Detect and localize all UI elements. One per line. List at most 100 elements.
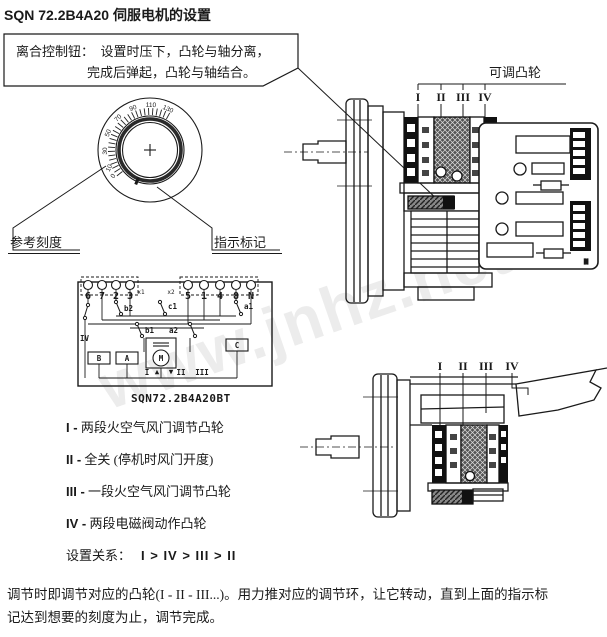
break-symbol [515, 369, 602, 417]
indicator-leader-line [156, 186, 280, 251]
callout-line1: 离合控制钮： 设置时压下，凸轮与轴分离， [16, 44, 270, 59]
terminal-number: 3 [127, 291, 133, 302]
indicator-mark-label: 指示标记 [212, 232, 282, 254]
callout-line2: 完成后弹起，凸轮与轴结合。 [87, 65, 257, 80]
cam-bracket [417, 83, 566, 117]
cam-list-item: IV - 两段电磁阀动作凸轮 [66, 513, 231, 545]
contact-label-c1: c1 [168, 302, 178, 311]
dial-diagram [12, 97, 280, 251]
contact-label-a1: a1 [244, 302, 254, 311]
top-motor-cam-numerals: I II III IV [416, 90, 492, 104]
cam-numeral: IV [505, 359, 519, 373]
cam-list-text: 一段火空气风门调节凸轮 [88, 484, 232, 499]
dial-number: 110 [146, 102, 157, 109]
cam-list-numeral: IV - [66, 516, 87, 531]
group-label-x2: x2 [167, 289, 175, 296]
cam-list-item: I - 两段火空气风门调节凸轮 [66, 417, 231, 449]
contact-label-a2: a2 [169, 326, 178, 335]
switch-contacts [82, 299, 244, 339]
cam-numeral: I [438, 359, 443, 373]
terminals [82, 279, 257, 291]
pcb-connector [570, 201, 591, 251]
dial-knob-ring [117, 117, 183, 183]
motor-flange [345, 98, 369, 304]
wiring-labels: 6 7 2 3 5 1 4 8 N x1 x2 IV b2 c1 a1 b1 a… [80, 289, 254, 405]
dial-number: 0 [110, 172, 118, 179]
cam-list-numeral: II - [66, 452, 82, 467]
dial-knob-edge [115, 115, 185, 185]
terminal-number: 7 [99, 291, 105, 302]
dial-number: 130 [161, 104, 174, 115]
cam-numeral: III [456, 90, 470, 104]
dial-outer-circle [97, 97, 203, 203]
up-arrow: ▲ [155, 367, 160, 376]
component-box-b [87, 351, 111, 365]
cam-numeral: III [479, 359, 493, 373]
wiring-caption: SQN72.2B4A20BT [131, 392, 231, 405]
cam-list-numeral: III - [66, 484, 85, 499]
relation-label: 设置关系： [66, 548, 132, 563]
contact-label-b1: b1 [145, 326, 155, 335]
cam-numeral: II [436, 90, 446, 104]
terminal-group-left [80, 276, 139, 296]
reference-scale-label: 参考刻度 [8, 232, 80, 254]
dial-number: 90 [129, 104, 139, 113]
box-label-a: A [125, 354, 130, 363]
terminal-number: 1 [201, 291, 207, 302]
dial-tick-marks [107, 107, 171, 177]
cam-stack [410, 424, 508, 484]
cam-list-text: 两段电磁阀动作凸轮 [89, 516, 207, 531]
page-title: SQN 72.2B4A20 伺服电机的设置 [4, 7, 211, 23]
contact-label-b2: b2 [124, 304, 133, 313]
bottom-motor-cam-numerals: I II III IV [438, 359, 519, 373]
cam-numeral: IV [478, 90, 492, 104]
footer-paragraph: 调节时即调节对应的凸轮(I - II - III...)。用力推对应的调节环，让… [7, 583, 599, 629]
cam-list-text: 两段火空气风门调节凸轮 [80, 420, 224, 435]
pcb-n-label: N [584, 258, 588, 266]
dial-knob-inner [121, 121, 179, 179]
cam-numeral: I [416, 90, 421, 104]
terminal-number: 8 [233, 291, 239, 302]
bus-wires [84, 315, 251, 379]
box-label-b: B [97, 354, 102, 363]
dial-number: 70 [113, 113, 123, 123]
dial-number: 50 [104, 128, 113, 138]
down-arrow: ▼ [169, 367, 174, 376]
terminal-group-right [179, 276, 259, 296]
bottom-label: II [176, 368, 185, 377]
top-motor-drawing: N [284, 83, 599, 304]
terminal-number: 6 [85, 291, 91, 302]
contact-label-iv: IV [80, 334, 90, 343]
callout-box [3, 33, 441, 203]
component-box-a [115, 351, 139, 365]
terminal-block [403, 210, 493, 301]
bottom-label: III [195, 368, 209, 377]
wiring-motor [145, 337, 177, 369]
box-label-c: C [235, 341, 240, 350]
cam-list-text: 全关 (停机时风门开度) [84, 452, 214, 467]
bottom-motor-drawing [300, 367, 607, 518]
footer-line2: 记达到想要的刻度为止，调节完成。 [7, 610, 223, 625]
terminal-number: N [248, 291, 254, 302]
terminal-number: 4 [217, 291, 223, 302]
dial-number: 30 [102, 147, 109, 155]
terminal-number: 2 [113, 291, 119, 302]
terminal-number: 5 [185, 291, 191, 302]
motor-shaft [315, 435, 360, 459]
group-label-x1: x1 [137, 289, 145, 296]
setting-relation: 设置关系： I > IV > III > II [66, 545, 236, 564]
pcb-connector [570, 128, 591, 180]
dial-scale-numbers: 0 10 30 50 70 90 110 130 [102, 102, 175, 180]
dial-indicator-notch [134, 176, 140, 185]
bottom-label: I [145, 368, 150, 377]
cam-list-item: III - 一段火空气风门调节凸轮 [66, 481, 231, 513]
relation-value: I > IV > III > II [141, 548, 237, 563]
cam-list: I - 两段火空气风门调节凸轮 II - 全关 (停机时风门开度) III - … [66, 417, 231, 545]
motor-label: M [159, 354, 164, 363]
motor-flange [372, 373, 398, 518]
cam-numeral: II [458, 359, 468, 373]
wiring-diagram [77, 276, 273, 387]
footer-line1: 调节时即调节对应的凸轮(I - II - III...)。用力推对应的调节环，让… [7, 587, 549, 602]
